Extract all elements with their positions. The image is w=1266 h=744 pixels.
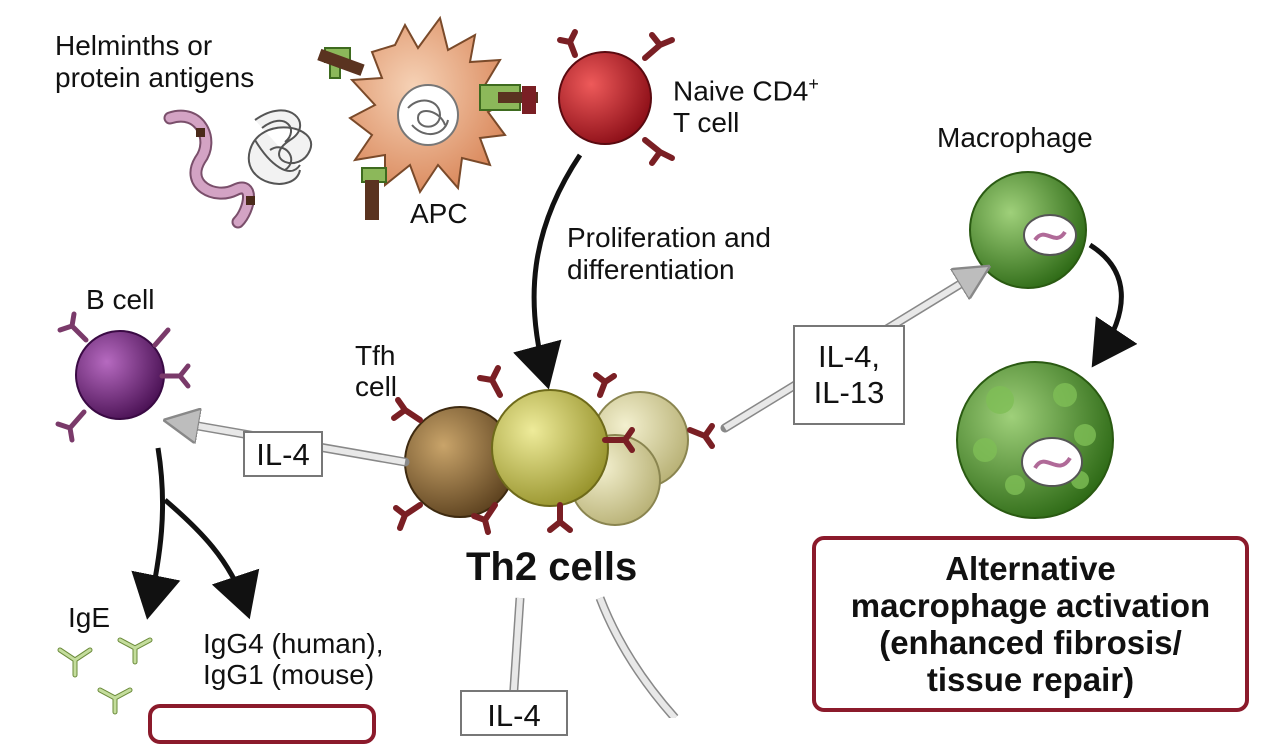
cytokine-box-il4-il13: IL-4, IL-13 — [793, 325, 905, 425]
label-tfh-cell: Tfh cell — [355, 340, 397, 402]
label-th2-cells: Th2 cells — [466, 545, 638, 589]
cytokine-il4-il13-line2: IL-13 — [813, 375, 885, 410]
arrow-proliferation — [513, 153, 583, 390]
label-naive-t-superscript: + — [808, 74, 819, 94]
label-naive-t-cell: Naive CD4+ T cell — [673, 68, 819, 139]
cytokine-il4-il13-line1: IL-4, — [817, 339, 881, 374]
label-helminths: Helminths or protein antigens — [55, 30, 254, 94]
label-tfh-line2: cell — [355, 371, 398, 402]
tcr-receptors — [557, 29, 675, 166]
label-apc: APC — [410, 198, 468, 229]
outcome-line1: Alternative — [945, 550, 1116, 587]
label-igg-line1: IgG4 (human), — [203, 628, 384, 659]
diagram-graphics — [55, 15, 1138, 721]
label-ige: IgE — [68, 602, 111, 633]
arrow-macrophage-activation — [1088, 242, 1138, 368]
protein-antigen — [247, 109, 313, 185]
outcome-macrophage-activation: Alternative macrophage activation (enhan… — [812, 536, 1249, 712]
th2-receptors — [391, 365, 715, 535]
outcome-line3: (enhanced fibrosis/ — [879, 624, 1182, 661]
helminth-worm — [163, 109, 255, 229]
diagram-canvas: Helminths or protein antigens APC Naive … — [55, 15, 1249, 744]
outcome-line4: tissue repair) — [926, 661, 1135, 698]
th2-cell-cluster — [404, 389, 689, 526]
cytokine-box-il4-bottom: IL-4 — [460, 690, 568, 736]
label-naive-t-line2: T cell — [673, 107, 740, 139]
label-b-cell: B cell — [86, 284, 155, 315]
label-macrophage: Macrophage — [937, 122, 1093, 153]
label-proliferation: Proliferation and differentiation — [567, 222, 771, 286]
label-tfh-line1: Tfh — [355, 340, 396, 371]
label-proliferation-line1: Proliferation and — [567, 222, 771, 253]
label-helminths-line2: protein antigens — [55, 62, 255, 93]
label-proliferation-line2: differentiation — [567, 254, 735, 285]
b-cell — [75, 330, 165, 420]
outcome-line2: macrophage activation — [850, 587, 1211, 624]
label-igg-line2: IgG1 (mouse) — [203, 659, 375, 690]
naive-t-cell — [558, 51, 652, 145]
label-helminths-line1: Helminths or — [55, 30, 213, 61]
mhc-molecules — [317, 47, 538, 220]
cytokine-box-il4-bcell: IL-4 — [243, 431, 323, 477]
arrow-to-igg — [163, 498, 260, 620]
label-naive-t-line1: Naive CD4 — [673, 75, 809, 107]
label-igg: IgG4 (human), IgG1 (mouse) — [203, 628, 384, 690]
bcr-receptors — [55, 311, 191, 443]
arrow-to-ige — [131, 447, 181, 620]
outcome-box-bottom-left — [148, 704, 376, 744]
